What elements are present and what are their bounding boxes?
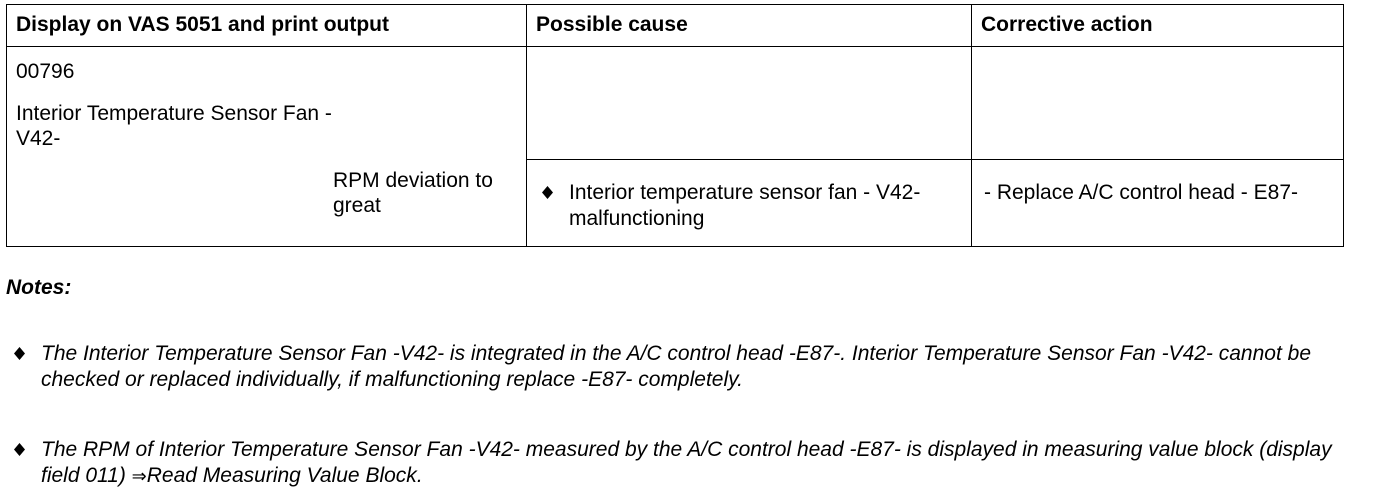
action-empty-cell — [971, 46, 1344, 160]
bullet-icon — [14, 443, 25, 456]
display-cell: 00796 Interior Temperature Sensor Fan -V… — [6, 46, 527, 247]
note-text: The RPM of Interior Temperature Sensor F… — [41, 438, 1332, 487]
note-item: The RPM of Interior Temperature Sensor F… — [14, 437, 1354, 490]
table-header-row: Display on VAS 5051 and print output Pos… — [6, 4, 1344, 47]
notes-heading: Notes: — [6, 276, 72, 299]
header-corrective-action: Corrective action — [971, 4, 1344, 47]
bullet-icon — [542, 186, 553, 199]
table-row: Interior temperature sensor fan - V42- m… — [7, 159, 1344, 247]
component-name: Interior Temperature Sensor Fan -V42- — [16, 102, 332, 150]
bullet-icon — [14, 347, 25, 360]
header-possible-cause: Possible cause — [526, 4, 972, 47]
action-cell: - Replace A/C control head - E87- — [971, 159, 1344, 247]
table-row: 00796 Interior Temperature Sensor Fan -V… — [6, 46, 1344, 247]
arrow-right-icon: ⇒ — [131, 466, 147, 487]
corrective-action-text: - Replace A/C control head - E87- — [984, 181, 1298, 204]
note-suffix: . — [416, 464, 423, 487]
fault-symptom: RPM deviation to great — [333, 169, 493, 217]
possible-cause-text: Interior temperature sensor fan - V42- m… — [569, 181, 921, 230]
header-display: Display on VAS 5051 and print output — [6, 4, 527, 47]
note-item: The Interior Temperature Sensor Fan -V42… — [14, 341, 1354, 393]
diagnostic-table: Display on VAS 5051 and print output Pos… — [6, 4, 1344, 247]
read-measuring-value-block-link[interactable]: Read Measuring Value Block — [146, 464, 417, 487]
cause-empty-cell — [526, 46, 972, 160]
cause-cell: Interior temperature sensor fan - V42- m… — [526, 159, 972, 247]
fault-code: 00796 — [16, 60, 75, 83]
note-text: The Interior Temperature Sensor Fan -V42… — [41, 342, 1311, 391]
